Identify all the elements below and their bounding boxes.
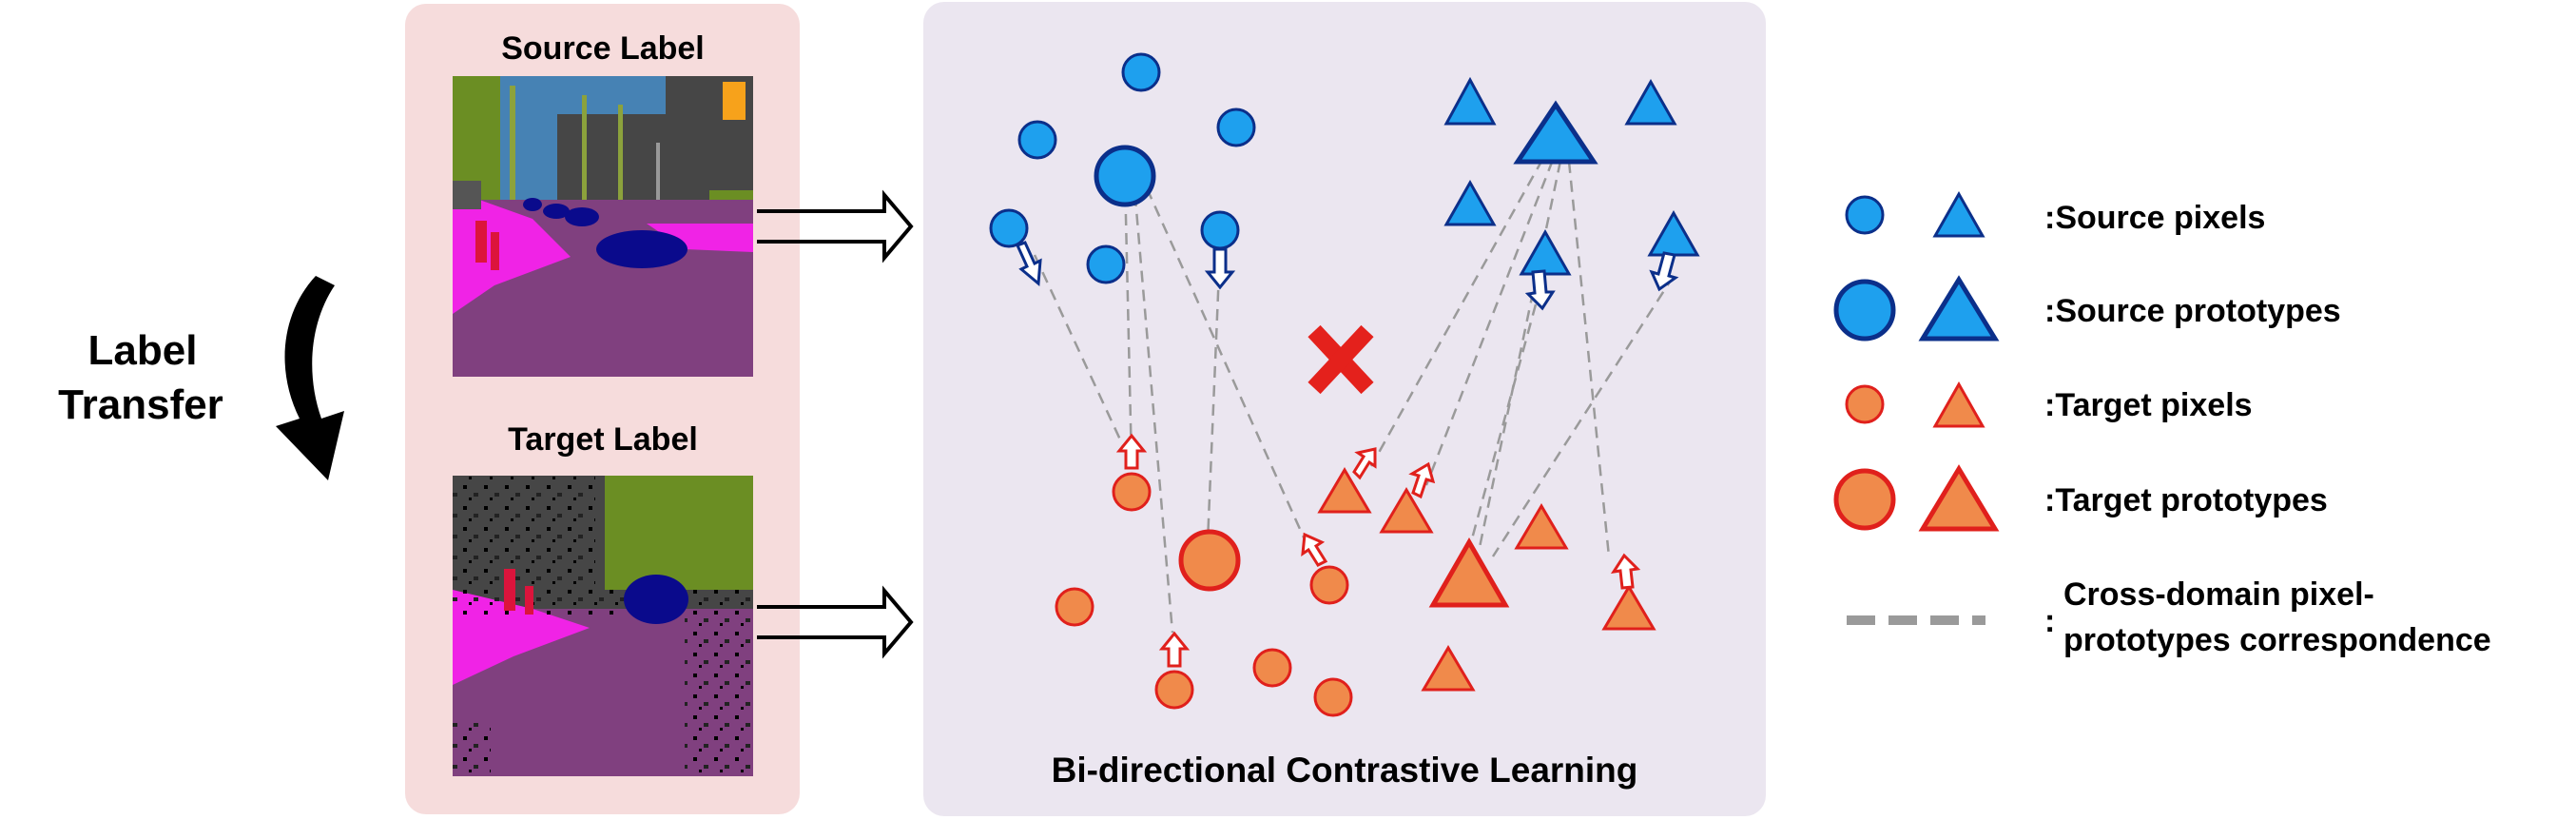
- label-transfer-line1: Label: [88, 327, 198, 374]
- source-pixel-circle: [1121, 52, 1161, 92]
- target-segmentation-image: [453, 476, 753, 776]
- source-pixel-circle: [1216, 107, 1256, 147]
- source-prototypes: [1094, 100, 1598, 207]
- panel-title: Bi-directional Contrastive Learning: [1052, 751, 1638, 790]
- correspondence-lines: [1033, 142, 1675, 634]
- target-pixel-triangle: [1317, 467, 1372, 514]
- target-prototypes: [1178, 529, 1510, 608]
- legend-target-pixel-circle-icon: [1845, 384, 1885, 424]
- arrow-down-icon: [1524, 269, 1556, 311]
- target-pixel-triangle: [1421, 645, 1476, 692]
- target-pixel-triangle: [1514, 503, 1569, 550]
- source-pixel-triangle: [1443, 76, 1497, 126]
- target-pixel-circle: [1309, 565, 1349, 605]
- arrow-up-icon: [1408, 461, 1436, 499]
- target-pixel-triangle: [1601, 584, 1656, 631]
- target-pixel-circle: [1252, 648, 1292, 688]
- legend-source-prototype-circle-icon: [1833, 279, 1896, 342]
- source-pixel-triangle: [1443, 179, 1497, 226]
- legend-source-pixels: :Source pixels: [2044, 200, 2265, 236]
- target-label-title: Target Label: [508, 421, 698, 458]
- legend-source-prototypes: :Source prototypes: [2044, 293, 2341, 329]
- legend-source-pixel-circle-icon: [1845, 195, 1885, 235]
- legend-correspondence-colon: :: [2044, 603, 2055, 639]
- target-pixel-circle: [1154, 670, 1194, 710]
- target-pixel-circle: [1055, 587, 1094, 627]
- source-pixel-circle: [1086, 244, 1126, 284]
- source-pixel-circle: [1017, 120, 1057, 160]
- source-prototype-circle: [1094, 145, 1156, 207]
- curved-down-arrow-icon: [276, 276, 344, 480]
- source-pull-arrows: [1015, 241, 1679, 311]
- legend: :Source pixels :Source prototypes :Targe…: [1833, 190, 2491, 658]
- arrow-up-icon: [1115, 433, 1148, 470]
- source-pixel-circle: [989, 208, 1029, 248]
- label-transfer-line2: Transfer: [58, 381, 223, 428]
- source-label-title: Source Label: [501, 30, 705, 67]
- legend-target-pixels: :Target pixels: [2044, 387, 2253, 423]
- legend-correspondence-line1: Cross-domain pixel-: [2063, 576, 2374, 613]
- source-pixel-triangle: [1624, 78, 1677, 126]
- legend-source-prototype-triangle-icon: [1918, 275, 2000, 342]
- target-prototype-triangle: [1428, 537, 1510, 608]
- source-prototype-triangle: [1513, 100, 1598, 165]
- target-pixel-triangle: [1379, 487, 1434, 534]
- arrow-down-icon: [1649, 251, 1679, 292]
- source-pixels: [989, 52, 1700, 284]
- source-segmentation-image: [453, 76, 753, 377]
- legend-target-prototype-circle-icon: [1833, 468, 1896, 531]
- cross-icon: [1307, 324, 1374, 395]
- arrow-up-icon: [1352, 447, 1377, 480]
- arrow-up-icon: [1610, 553, 1641, 590]
- arrow-down-icon: [1015, 241, 1042, 286]
- arrow-up-icon: [1301, 532, 1328, 567]
- legend-correspondence-line2: prototypes correspondence: [2063, 622, 2491, 658]
- legend-source-pixel-triangle-icon: [1932, 190, 1985, 238]
- arrow-up-icon: [1158, 631, 1191, 668]
- target-pixel-circle: [1112, 472, 1152, 512]
- target-pixels: [1055, 467, 1656, 717]
- arrow-down-icon: [1204, 247, 1236, 290]
- target-prototype-circle: [1178, 529, 1241, 592]
- source-pixel-circle: [1200, 210, 1240, 250]
- arrow-right-source-icon: [757, 189, 914, 264]
- arrow-right-target-icon: [757, 585, 914, 659]
- target-pull-arrows: [1115, 433, 1641, 668]
- legend-target-pixel-triangle-icon: [1932, 381, 1985, 428]
- legend-target-prototypes: :Target prototypes: [2044, 482, 2328, 518]
- legend-target-prototype-triangle-icon: [1918, 464, 2000, 532]
- target-pixel-circle: [1313, 677, 1353, 717]
